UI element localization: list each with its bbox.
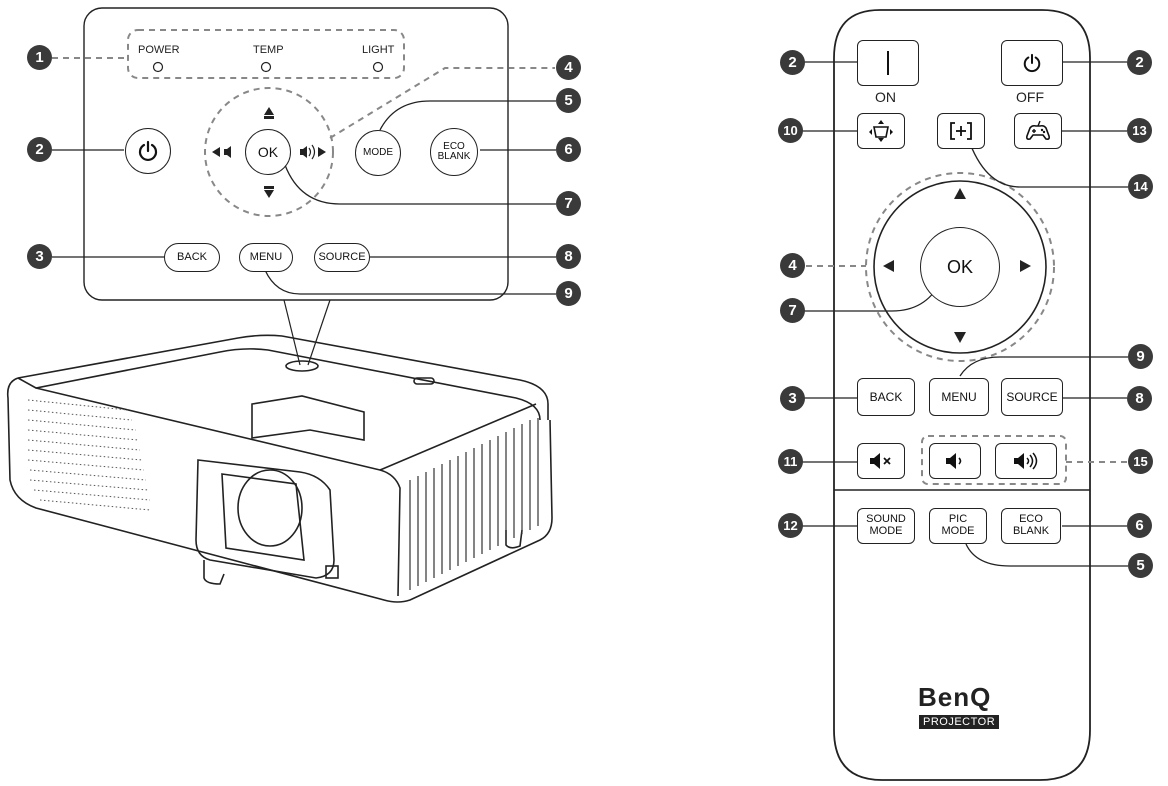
callout-badge: 11	[778, 449, 803, 474]
callout-badge: 3	[780, 386, 805, 411]
remote-back-button[interactable]: BACK	[857, 378, 915, 416]
callout-badge: 4	[780, 253, 805, 278]
remote-on-button[interactable]	[857, 40, 919, 86]
volume-up-icon	[1014, 452, 1038, 470]
remote-pic-mode-label: PIC MODE	[941, 513, 975, 537]
light-led	[372, 61, 384, 73]
callout-badge: 2	[780, 50, 805, 75]
callout-badge: 2	[1127, 50, 1152, 75]
panel-mode-button[interactable]: MODE	[355, 130, 401, 176]
remote-volume-down-button[interactable]	[929, 443, 981, 479]
panel-menu-button[interactable]: MENU	[239, 243, 293, 272]
panel-eco-blank-label: ECO BLANK	[437, 140, 471, 162]
brand-logo: BenQ	[918, 682, 992, 712]
callout-badge: 1	[27, 45, 52, 70]
auto-adjust-icon	[950, 122, 972, 140]
remote-volume-up-button[interactable]	[995, 443, 1057, 479]
remote-off-button[interactable]	[1001, 40, 1063, 86]
remote-auto-adjust-button[interactable]	[937, 113, 985, 149]
callout-badge: 10	[778, 118, 803, 143]
control-panel-outline	[83, 7, 509, 301]
remote-mute-button[interactable]	[857, 443, 905, 479]
on-icon	[887, 51, 889, 75]
projector-left-grille	[27, 399, 151, 511]
callout-badge: 2	[27, 137, 52, 162]
remote-eco-blank-button[interactable]: ECO BLANK	[1001, 508, 1061, 544]
remote-on-label: ON	[875, 89, 896, 105]
callout-badge: 5	[1128, 553, 1153, 578]
gamepad-icon	[1026, 120, 1050, 140]
panel-back-button[interactable]: BACK	[164, 243, 220, 272]
power-icon	[138, 140, 158, 162]
remote-up-button[interactable]	[945, 182, 975, 212]
temp-led	[260, 61, 272, 73]
callout-badge: 13	[1127, 118, 1152, 143]
power-icon	[1023, 53, 1041, 73]
remote-eco-blank-label: ECO BLANK	[1012, 513, 1050, 537]
callout-badge: 6	[1127, 513, 1152, 538]
callout-badge: 7	[556, 191, 581, 216]
light-indicator-label: LIGHT	[362, 44, 395, 56]
keystone-icon	[869, 120, 893, 142]
callout-badge: 3	[27, 244, 52, 269]
mute-icon	[870, 453, 891, 469]
panel-eco-blank-button[interactable]: ECO BLANK	[430, 128, 478, 176]
indicator-group-outline	[127, 29, 405, 79]
panel-power-button[interactable]	[125, 128, 171, 174]
remote-sound-mode-label: SOUND MODE	[866, 513, 906, 537]
callout-badge: 9	[556, 281, 581, 306]
temp-indicator-label: TEMP	[253, 44, 284, 56]
volume-group-outline	[921, 435, 1067, 485]
callout-badge: 14	[1128, 174, 1153, 199]
brand-subtitle: PROJECTOR	[919, 715, 1000, 729]
callout-badge: 15	[1128, 449, 1153, 474]
remote-left-button[interactable]	[876, 252, 906, 282]
remote-pic-mode-button[interactable]: PIC MODE	[929, 508, 987, 544]
remote-down-button[interactable]	[945, 322, 975, 352]
remote-menu-button[interactable]: MENU	[929, 378, 989, 416]
remote-game-mode-button[interactable]	[1014, 113, 1062, 149]
callout-badge: 8	[1127, 386, 1152, 411]
callout-badge: 8	[556, 244, 581, 269]
projector-illustration	[6, 334, 553, 603]
remote-right-button[interactable]	[1014, 252, 1044, 282]
callout-badge: 5	[556, 88, 581, 113]
panel-nav-group-outline	[204, 87, 334, 217]
panel-source-button[interactable]: SOURCE	[314, 243, 370, 272]
remote-off-label: OFF	[1016, 89, 1044, 105]
callout-badge: 4	[556, 55, 581, 80]
remote-keystone-button[interactable]	[857, 113, 905, 149]
remote-nav-group-outline	[865, 172, 1055, 362]
remote-ok-button[interactable]: OK	[920, 227, 1000, 307]
power-indicator-label: POWER	[138, 44, 180, 56]
callout-badge: 9	[1128, 344, 1153, 369]
callout-badge: 7	[780, 298, 805, 323]
projector-right-grille	[409, 418, 539, 590]
callout-badge: 6	[556, 137, 581, 162]
remote-source-button[interactable]: SOURCE	[1001, 378, 1063, 416]
callout-badge: 12	[778, 513, 803, 538]
power-led	[152, 61, 164, 73]
remote-outline	[833, 9, 1091, 781]
panel-ok-button[interactable]: OK	[245, 129, 291, 175]
remote-sound-mode-button[interactable]: SOUND MODE	[857, 508, 915, 544]
volume-down-icon	[946, 453, 962, 469]
